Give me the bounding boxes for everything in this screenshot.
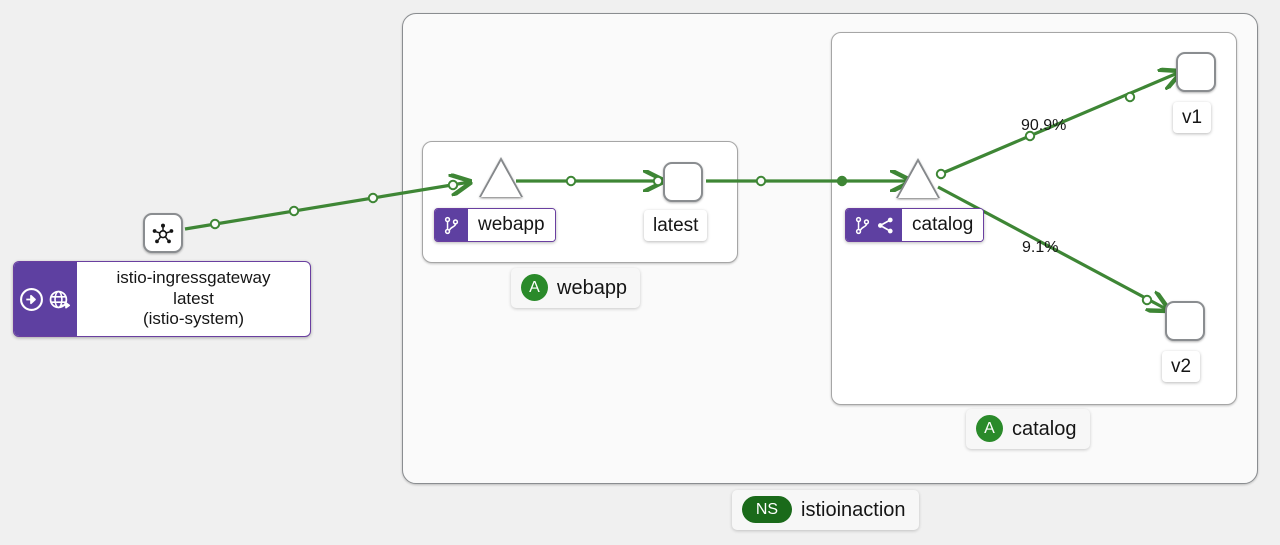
app-group-box-webapp[interactable] — [422, 141, 738, 263]
catalog-label-badges — [846, 209, 902, 241]
group-label-namespace[interactable]: NS istioinaction — [732, 490, 919, 530]
service-node-v2[interactable] — [1165, 301, 1205, 341]
code-branch-icon — [444, 216, 459, 234]
ingressgateway-line-1: istio-ingressgateway — [116, 267, 271, 287]
group-label-catalog-text: catalog — [1012, 417, 1077, 440]
ingressgateway-badges — [14, 262, 77, 336]
group-label-namespace-text: istioinaction — [801, 498, 906, 521]
code-branch-icon — [855, 216, 870, 234]
workload-triangle-webapp-fill — [481, 161, 521, 197]
node-istio-ingressgateway[interactable]: istio-ingressgateway latest (istio-syste… — [13, 261, 311, 337]
service-node-v1[interactable] — [1176, 52, 1216, 92]
edge-label-catalog-v1: 90.9% — [1021, 117, 1067, 134]
ingressgateway-text: istio-ingressgateway latest (istio-syste… — [77, 262, 310, 336]
group-label-app-webapp[interactable]: A webapp — [511, 268, 641, 308]
globe-arrow-icon — [49, 290, 71, 309]
namespace-badge-icon: NS — [742, 496, 792, 523]
app-badge-icon: A — [976, 415, 1003, 442]
mesh-root-node[interactable] — [143, 213, 183, 253]
node-label-webapp-workload[interactable]: webapp — [434, 208, 556, 242]
share-alt-icon — [877, 217, 893, 233]
edge-label-catalog-v2: 9.1% — [1022, 239, 1059, 256]
group-label-webapp-text: webapp — [557, 276, 628, 299]
ingressgateway-line-3: (istio-system) — [142, 309, 245, 329]
node-label-v2[interactable]: v2 — [1162, 351, 1201, 382]
workload-triangle-catalog-fill — [898, 162, 938, 198]
node-label-v1[interactable]: v1 — [1173, 102, 1212, 133]
service-mesh-icon — [152, 223, 174, 244]
node-label-catalog-workload[interactable]: catalog — [845, 208, 985, 242]
ingressgateway-line-2: latest — [173, 288, 214, 308]
group-label-app-catalog[interactable]: A catalog — [966, 409, 1090, 449]
catalog-workload-label-text: catalog — [902, 209, 984, 241]
webapp-label-badges — [435, 209, 468, 241]
webapp-workload-label-text: webapp — [468, 209, 555, 241]
app-badge-icon: A — [521, 274, 548, 301]
gateway-arrow-icon — [20, 287, 43, 311]
service-node-latest[interactable] — [663, 162, 703, 202]
node-label-latest[interactable]: latest — [644, 210, 708, 241]
